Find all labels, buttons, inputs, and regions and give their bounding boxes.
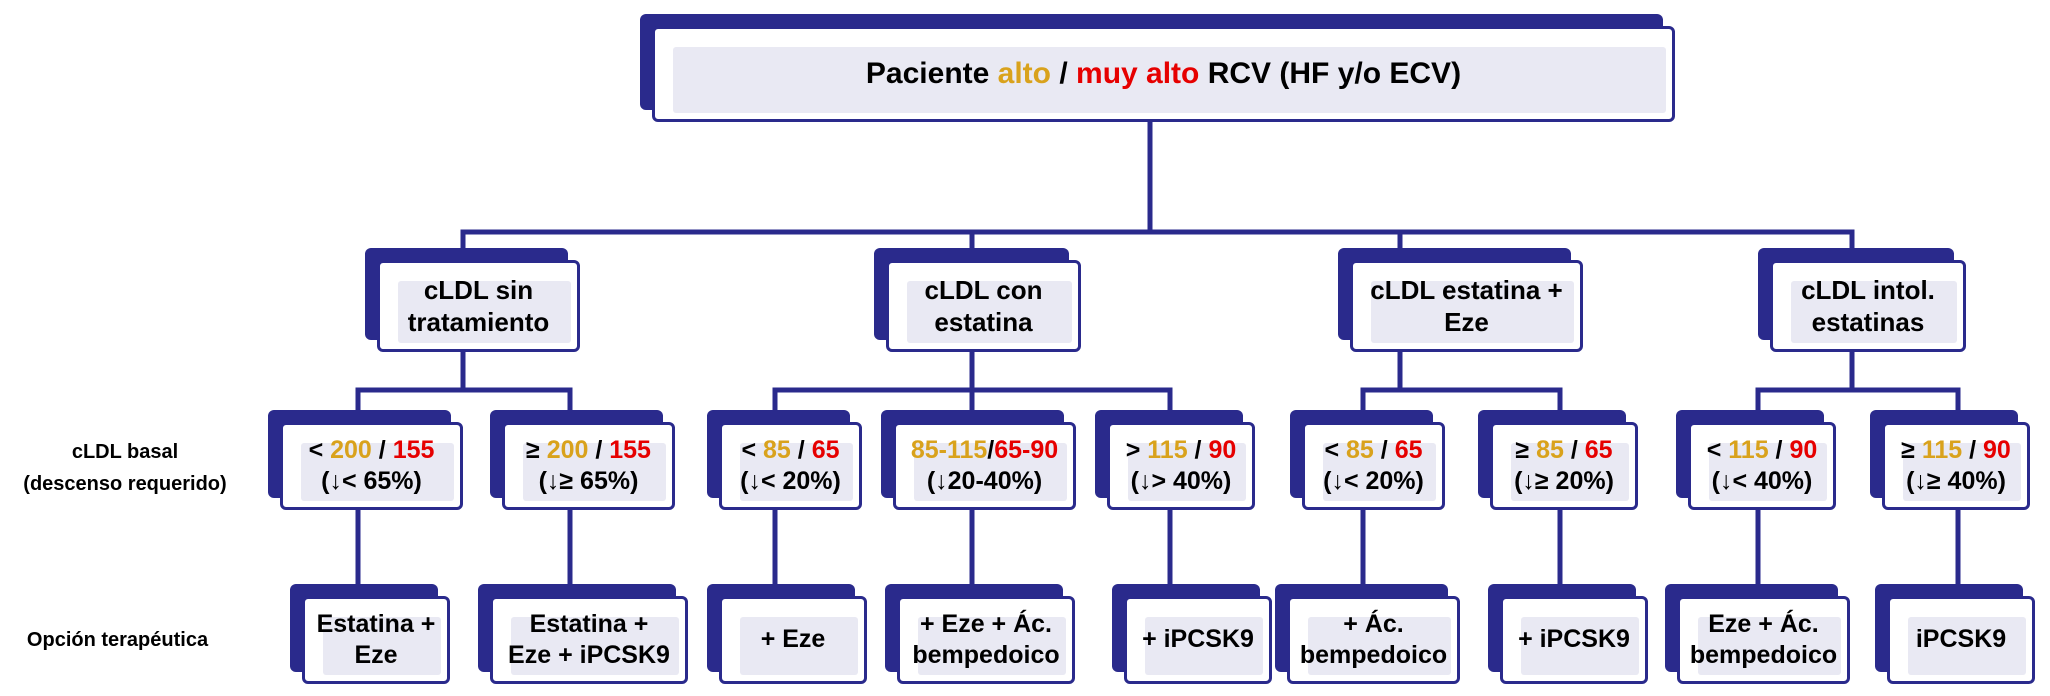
cutoff-node: < 85 / 65(↓< 20%) xyxy=(707,410,862,510)
root-muy-alto: muy alto xyxy=(1076,57,1200,91)
category-node-estatina-eze: cLDL estatina +Eze xyxy=(1338,248,1583,352)
cutoff-node: ≥ 200 / 155(↓≥ 65%) xyxy=(490,410,675,510)
side-label-option: Opción terapéutica xyxy=(26,629,209,651)
cutoff-node: < 115 / 90(↓< 40%) xyxy=(1676,410,1836,510)
option-node: + iPCSK9 xyxy=(1112,584,1272,684)
cutoff-node: > 115 / 90(↓> 40%) xyxy=(1095,410,1255,510)
root-title: Paciente alto / muy alto RCV (HF y/o ECV… xyxy=(865,57,1462,91)
cutoff-node: < 85 / 65(↓< 20%) xyxy=(1290,410,1445,510)
option-node: Estatina +Eze + iPCSK9 xyxy=(478,584,688,684)
option-node: + Eze xyxy=(707,584,867,684)
option-node: Estatina +Eze xyxy=(290,584,450,684)
cutoff-node: ≥ 115 / 90(↓≥ 40%) xyxy=(1870,410,2030,510)
option-node: + Eze + Ác.bempedoico xyxy=(885,584,1075,684)
option-node: Eze + Ác.bempedoico xyxy=(1665,584,1850,684)
option-node: + iPCSK9 xyxy=(1488,584,1648,684)
cutoff-node: ≥ 85 / 65(↓≥ 20%) xyxy=(1478,410,1638,510)
root-alto: alto xyxy=(997,57,1051,91)
side-label-basal: cLDL basal(descenso requerido) xyxy=(23,441,227,495)
root-node: Paciente alto / muy alto RCV (HF y/o ECV… xyxy=(640,14,1675,122)
cutoff-node: 85-115/65-90(↓20-40%) xyxy=(881,410,1076,510)
option-node: + Ác.bempedoico xyxy=(1275,584,1460,684)
option-node: iPCSK9 xyxy=(1875,584,2035,684)
cutoff-node: < 200 / 155(↓< 65%) xyxy=(268,410,463,510)
category-node-intol-estatinas: cLDL intol.estatinas xyxy=(1758,248,1966,352)
